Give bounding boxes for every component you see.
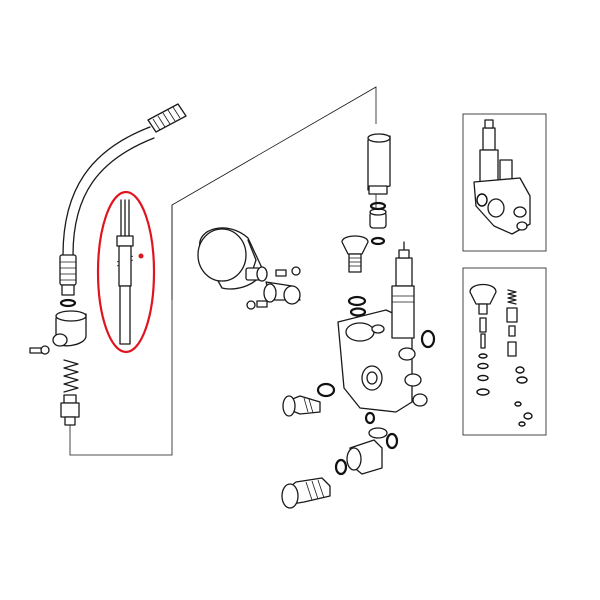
piston-cylinder <box>367 133 391 195</box>
o-ring-h <box>316 382 336 398</box>
pressure-accumulator <box>197 227 268 290</box>
highlight-ellipse <box>96 190 156 354</box>
banjo-bolt-upper <box>282 395 321 417</box>
high-pressure-hose <box>59 103 187 296</box>
spring <box>63 359 79 393</box>
o-ring-b <box>370 236 386 246</box>
inset-assembled-drawing <box>473 119 531 235</box>
highlight-dot <box>138 253 144 259</box>
nozzle-fitting <box>60 394 80 426</box>
banjo-bolt-lower <box>281 477 331 509</box>
inset-parts-drawing <box>469 283 533 427</box>
screw-small-left <box>29 345 50 355</box>
inset-assembled-view <box>462 113 547 252</box>
unloader-tube <box>391 241 415 339</box>
o-ring-g <box>385 432 399 450</box>
o-ring-a <box>369 201 387 211</box>
inset-parts-kit <box>462 267 547 436</box>
o-ring-d <box>349 307 367 317</box>
small-bolt-pair <box>246 266 301 310</box>
valve-insert <box>369 208 387 229</box>
elbow-fitting <box>346 427 388 475</box>
valve-cone <box>341 235 369 273</box>
o-ring-c <box>347 295 367 307</box>
probe-rod-part <box>116 199 144 345</box>
o-ring-e <box>420 329 436 349</box>
o-ring-hose <box>59 298 77 308</box>
o-ring-i <box>334 458 348 476</box>
hose-connector <box>52 310 87 347</box>
o-ring-f <box>364 411 376 425</box>
adapter-fitting <box>263 281 301 305</box>
